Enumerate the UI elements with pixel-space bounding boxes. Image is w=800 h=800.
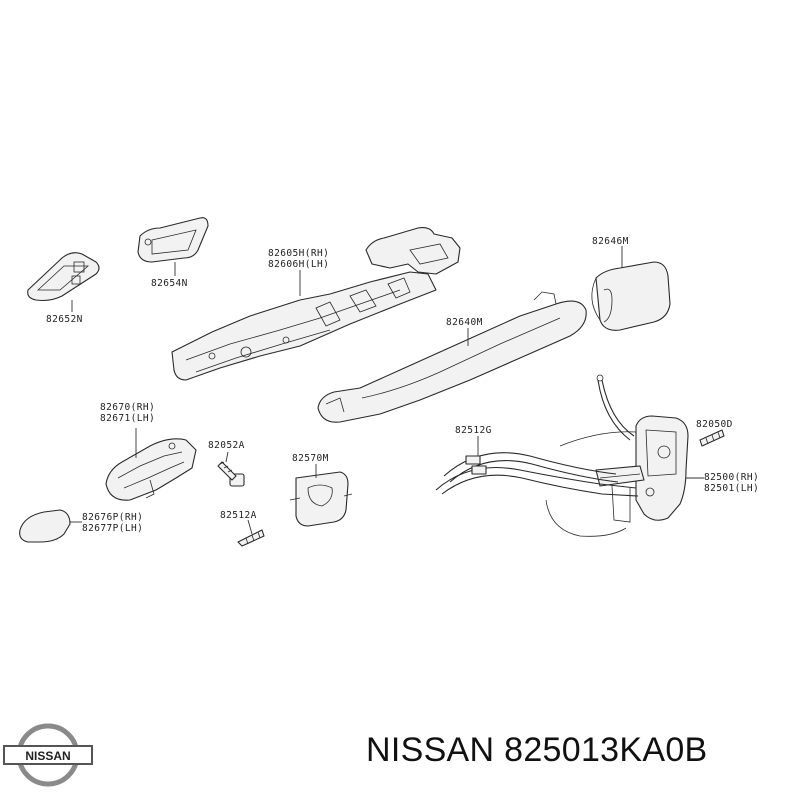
- callout-82671: 82671(LH): [100, 413, 155, 424]
- callout-82570m: 82570M: [292, 453, 329, 464]
- callout-82640m: 82640M: [446, 317, 483, 328]
- callout-82052a: 82052A: [208, 440, 245, 451]
- callout-82606h: 82606H(LH): [268, 259, 329, 270]
- leader-82512a: [247, 519, 253, 535]
- part-82570m-striker[interactable]: [289, 471, 353, 527]
- callout-82512g: 82512G: [455, 425, 492, 436]
- callout-82652n: 82652N: [46, 314, 83, 325]
- callout-82670: 82670(RH): [100, 402, 155, 413]
- callout-82500: 82500(RH): [704, 472, 759, 483]
- part-82605h-handle-bracket[interactable]: [171, 227, 461, 381]
- callout-82501: 82501(LH): [704, 483, 759, 494]
- part-82640m-outside-handle[interactable]: [317, 291, 587, 423]
- callout-82646m: 82646M: [592, 236, 629, 247]
- callout-82050d: 82050D: [696, 419, 733, 430]
- logo-text: NISSAN: [25, 749, 70, 763]
- part-82652n-escutcheon[interactable]: [27, 252, 100, 302]
- part-82050d-screw[interactable]: [699, 429, 725, 447]
- part-82646m-cap[interactable]: [591, 261, 671, 331]
- part-82500-door-lock-actuator[interactable]: [595, 415, 689, 523]
- callout-82654n: 82654N: [151, 278, 188, 289]
- callout-82605h: 82605H(RH): [268, 248, 329, 259]
- callout-82512a: 82512A: [220, 510, 257, 521]
- part-82052a-bolt[interactable]: [217, 461, 245, 487]
- part-number-title: NISSAN 825013KA0B: [366, 731, 708, 769]
- part-82512g-cable-set[interactable]: [435, 374, 639, 537]
- nissan-logo: NISSAN: [3, 723, 93, 787]
- leader-82052a: [225, 451, 229, 463]
- part-82676p-escutcheon[interactable]: [19, 509, 71, 543]
- callout-82677p: 82677P(LH): [82, 523, 143, 534]
- callout-82676p: 82676P(RH): [82, 512, 143, 523]
- part-82654n-gasket[interactable]: [137, 217, 209, 263]
- part-82512a-screw[interactable]: [237, 529, 265, 547]
- part-82670-inside-handle[interactable]: [105, 438, 197, 501]
